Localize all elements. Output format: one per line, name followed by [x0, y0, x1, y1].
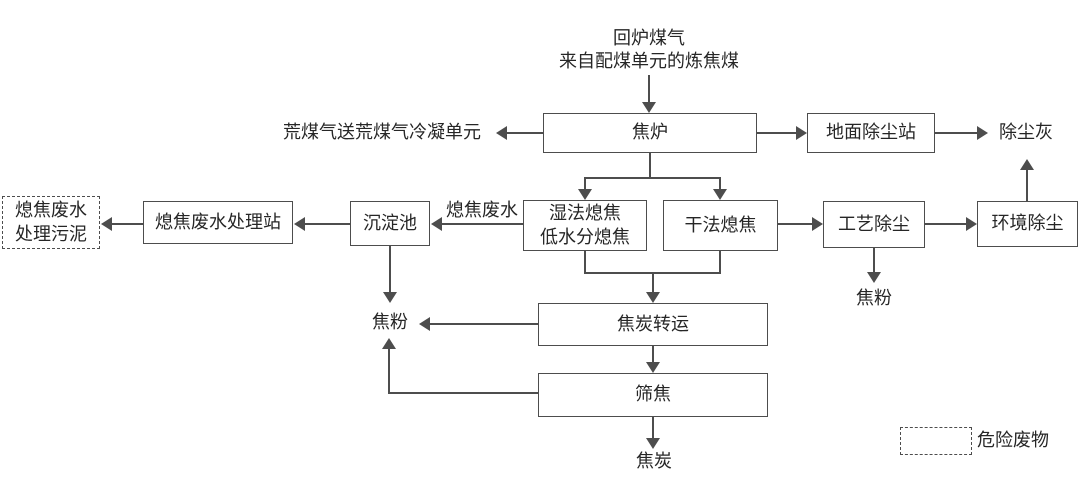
flow-line — [652, 272, 654, 292]
node-sedimentation-tank-label: 沉淀池 — [363, 212, 417, 233]
legend-hazardous-waste-label: 危险废物 — [977, 430, 1049, 450]
node-coke-screening: 筛焦 — [538, 373, 768, 417]
node-coke-transfer: 焦炭转运 — [538, 303, 768, 346]
label-raw-gas-to-condensing: 荒煤气送荒煤气冷凝单元 — [283, 122, 481, 142]
arrowhead-down-icon — [642, 102, 656, 113]
flow-line — [388, 349, 390, 393]
node-sedimentation-tank: 沉淀池 — [350, 201, 430, 246]
node-coke-transfer-label: 焦炭转运 — [617, 313, 689, 334]
flow-line — [1026, 170, 1028, 201]
node-coke-oven-label: 焦炉 — [632, 122, 668, 143]
node-process-dust-removal: 工艺除尘 — [823, 201, 925, 248]
flow-line — [649, 153, 651, 179]
flow-line — [430, 323, 538, 325]
flow-line — [584, 251, 586, 274]
arrowhead-down-icon — [646, 362, 660, 373]
arrowhead-up-icon — [1020, 159, 1034, 170]
node-coke-oven: 焦炉 — [543, 113, 757, 153]
node-quench-sludge-label-2: 处理污泥 — [15, 223, 87, 244]
label-coke: 焦炭 — [636, 451, 672, 471]
flow-line — [112, 223, 143, 225]
arrowhead-left-icon — [419, 317, 430, 331]
arrowhead-down-icon — [867, 272, 881, 283]
flow-line — [442, 223, 523, 225]
node-quench-sludge-label-1: 熄焦废水 — [15, 200, 87, 221]
flow-line — [389, 246, 391, 292]
arrowhead-down-icon — [713, 189, 727, 200]
input-label-coking-coal: 来自配煤单元的炼焦煤 — [559, 51, 739, 71]
arrowhead-left-icon — [101, 217, 112, 231]
flow-line — [305, 223, 350, 225]
node-wet-quench-label-2: 低水分熄焦 — [540, 226, 630, 247]
node-ground-dust-station-label: 地面除尘站 — [826, 122, 916, 143]
node-environment-dust-removal: 环境除尘 — [977, 201, 1078, 247]
arrowhead-down-icon — [646, 292, 660, 303]
label-coke-powder-right: 焦粉 — [856, 288, 892, 308]
arrowhead-right-icon — [977, 126, 988, 140]
arrowhead-left-icon — [496, 126, 507, 140]
node-dry-quench-label: 干法熄焦 — [684, 214, 757, 235]
flow-line — [584, 177, 721, 179]
node-wet-quench-label-1: 湿法熄焦 — [549, 203, 621, 224]
node-process-dust-removal-label: 工艺除尘 — [838, 213, 910, 234]
arrowhead-right-icon — [796, 126, 807, 140]
flow-line — [652, 346, 654, 362]
arrowhead-down-icon — [383, 292, 397, 303]
flow-line — [388, 392, 538, 394]
arrowhead-left-icon — [294, 217, 305, 231]
arrowhead-right-icon — [812, 217, 823, 231]
flow-line — [925, 223, 966, 225]
label-dust-ash: 除尘灰 — [999, 122, 1053, 142]
arrowhead-left-icon — [431, 217, 442, 231]
node-wastewater-treatment-station: 熄焦废水处理站 — [143, 201, 293, 244]
node-quench-sludge-hazardous: 熄焦废水 处理污泥 — [2, 196, 100, 249]
node-wet-quench: 湿法熄焦 低水分熄焦 — [523, 200, 647, 251]
label-quench-wastewater: 熄焦废水 — [446, 200, 518, 220]
flow-line — [935, 132, 977, 134]
node-coke-screening-label: 筛焦 — [635, 384, 671, 405]
flow-line — [652, 417, 654, 438]
flow-line — [778, 223, 812, 225]
flow-line — [584, 177, 586, 189]
flow-line — [873, 248, 875, 272]
arrowhead-up-icon — [382, 338, 396, 349]
flow-line — [719, 177, 721, 189]
legend-hazardous-waste-box — [900, 427, 972, 455]
flow-line — [719, 251, 721, 274]
flow-line — [507, 132, 543, 134]
arrowhead-down-icon — [646, 438, 660, 449]
label-coke-powder-left: 焦粉 — [372, 312, 408, 332]
node-dry-quench: 干法熄焦 — [663, 200, 778, 251]
arrowhead-right-icon — [966, 217, 977, 231]
node-ground-dust-station: 地面除尘站 — [807, 113, 935, 153]
arrowhead-down-icon — [578, 189, 592, 200]
flow-line — [757, 132, 797, 134]
node-wastewater-treatment-station-label: 熄焦废水处理站 — [155, 211, 281, 232]
node-environment-dust-removal-label: 环境除尘 — [991, 213, 1064, 234]
flow-line — [648, 75, 650, 102]
input-label-return-gas: 回炉煤气 — [613, 28, 685, 48]
